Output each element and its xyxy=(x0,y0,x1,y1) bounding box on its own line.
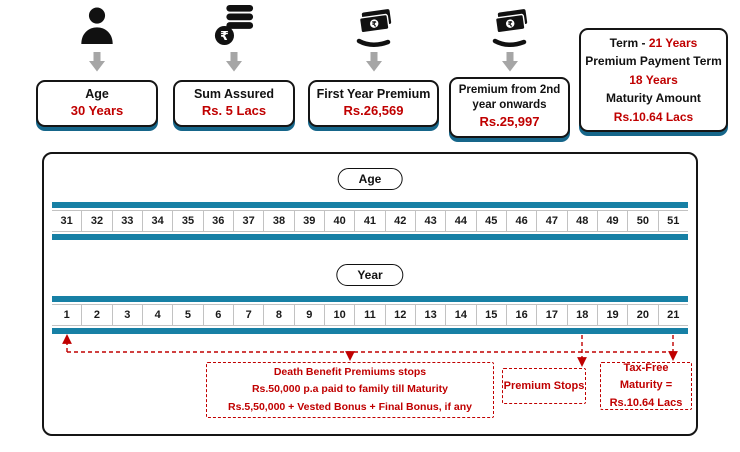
person-icon xyxy=(36,6,158,46)
down-arrow-icon xyxy=(308,52,439,72)
age-cell: 45 xyxy=(477,211,507,231)
death-benefit-line3: Rs.5,50,000 + Vested Bonus + Final Bonus… xyxy=(228,400,472,413)
down-arrow-icon xyxy=(449,52,570,72)
age-pill: Age xyxy=(337,168,403,190)
age-value: 30 Years xyxy=(70,103,124,119)
year-cell: 5 xyxy=(173,305,204,325)
year-cell: 15 xyxy=(477,305,507,325)
age-cell: 47 xyxy=(537,211,568,231)
year-cell: 1 xyxy=(52,305,83,325)
cash-in-hand-icon: ₹ xyxy=(492,9,527,47)
policy-summary-box: Term - 21 Years Premium Payment Term 18 … xyxy=(579,28,728,132)
year-cell: 2 xyxy=(82,305,113,325)
sum-assured-label: Sum Assured xyxy=(193,87,275,101)
timeline-top-bar xyxy=(52,296,688,302)
rupee-coins-icon: ₹ xyxy=(173,2,295,48)
tax-free-line2: Rs.10.64 Lacs xyxy=(609,396,683,409)
age-cell: 37 xyxy=(234,211,265,231)
ppt-label: Premium Payment Term xyxy=(585,54,722,69)
down-arrow-icon xyxy=(173,52,295,72)
first-year-premium-label: First Year Premium xyxy=(316,87,431,101)
age-cell: 44 xyxy=(446,211,477,231)
year-cell: 8 xyxy=(264,305,295,325)
tax-free-maturity-note: Tax-Free Maturity = Rs.10.64 Lacs xyxy=(600,362,692,410)
death-benefit-line2: Rs.50,000 p.a paid to family till Maturi… xyxy=(251,383,449,396)
year-cell: 3 xyxy=(113,305,143,325)
year-cell: 17 xyxy=(537,305,568,325)
cash-in-hand-icon: ₹ xyxy=(356,9,391,47)
connector-arrows xyxy=(62,334,678,367)
svg-text:₹: ₹ xyxy=(220,29,229,43)
timeline-top-bar xyxy=(52,202,688,208)
term-value: 21 Years xyxy=(648,35,698,50)
age-cell: 51 xyxy=(667,215,680,227)
age-cell: 32 xyxy=(82,211,113,231)
sum-assured-box: Sum Assured Rs. 5 Lacs xyxy=(173,80,295,128)
year-cell: 10 xyxy=(325,305,356,325)
year-cell: 12 xyxy=(386,305,416,325)
first-year-premium-box: First Year Premium Rs.26,569 xyxy=(308,80,439,128)
premium-2nd-year-value: Rs.25,997 xyxy=(479,113,540,129)
tax-free-line1: Tax-Free Maturity = xyxy=(619,362,673,392)
svg-text:₹: ₹ xyxy=(507,19,513,29)
term-line: Term - 21 Years xyxy=(610,34,698,53)
age-cell: 38 xyxy=(264,211,295,231)
year-cell: 21 xyxy=(667,309,680,321)
ppt-value: 18 Years xyxy=(629,72,678,87)
down-arrow-icon xyxy=(36,52,158,72)
svg-text:₹: ₹ xyxy=(371,19,377,29)
term-label: Term - xyxy=(609,35,646,50)
year-cell: 6 xyxy=(204,305,234,325)
year-cell: 19 xyxy=(598,305,629,325)
first-year-premium-value: Rs.26,569 xyxy=(343,103,404,119)
year-cell: 9 xyxy=(295,305,325,325)
year-cell: 7 xyxy=(234,305,265,325)
age-cell: 46 xyxy=(507,211,538,231)
timeline-bottom-bar xyxy=(52,328,688,334)
timeline-bottom-bar xyxy=(52,234,688,240)
person-icon xyxy=(81,7,113,45)
age-cell: 41 xyxy=(355,211,386,231)
year-cell: 4 xyxy=(143,305,174,325)
cash-in-hand-icon: ₹ xyxy=(308,8,439,48)
premium-2nd-year-box: Premium from 2nd year onwards Rs.25,997 xyxy=(449,77,570,138)
age-cell: 49 xyxy=(598,211,629,231)
year-pill: Year xyxy=(336,264,404,286)
rupee-coins-icon: ₹ xyxy=(214,4,254,46)
age-cell: 39 xyxy=(295,211,325,231)
age-cell: 36 xyxy=(204,211,234,231)
age-box: Age 30 Years xyxy=(36,80,158,128)
age-cell: 48 xyxy=(568,211,598,231)
age-cell: 42 xyxy=(386,211,416,231)
year-cell: 13 xyxy=(416,305,447,325)
age-label: Age xyxy=(85,87,109,101)
maturity-label: Maturity Amount xyxy=(606,91,701,106)
age-cell: 35 xyxy=(173,211,204,231)
maturity-value: Rs.10.64 Lacs xyxy=(613,109,694,124)
sum-assured-value: Rs. 5 Lacs xyxy=(201,103,267,119)
age-cell: 31 xyxy=(52,211,83,231)
cash-in-hand-icon: ₹ xyxy=(449,8,570,48)
age-cell: 34 xyxy=(143,211,174,231)
year-cell: 11 xyxy=(355,305,386,325)
death-benefit-note: Death Benefit Premiums stops Rs.50,000 p… xyxy=(206,362,494,418)
death-benefit-line1: Death Benefit Premiums stops xyxy=(273,366,427,379)
age-cell: 33 xyxy=(113,211,143,231)
year-cell: 16 xyxy=(507,305,538,325)
age-cell: 40 xyxy=(325,211,356,231)
year-cell: 14 xyxy=(446,305,477,325)
year-cell: 20 xyxy=(628,305,659,325)
premium-2nd-year-label: Premium from 2nd year onwards xyxy=(458,84,561,111)
premium-stops-text: Premium Stops xyxy=(503,380,585,392)
age-cell: 43 xyxy=(416,211,447,231)
premium-stops-note: Premium Stops xyxy=(502,368,586,404)
year-cell: 18 xyxy=(568,305,598,325)
age-cell: 50 xyxy=(628,211,659,231)
